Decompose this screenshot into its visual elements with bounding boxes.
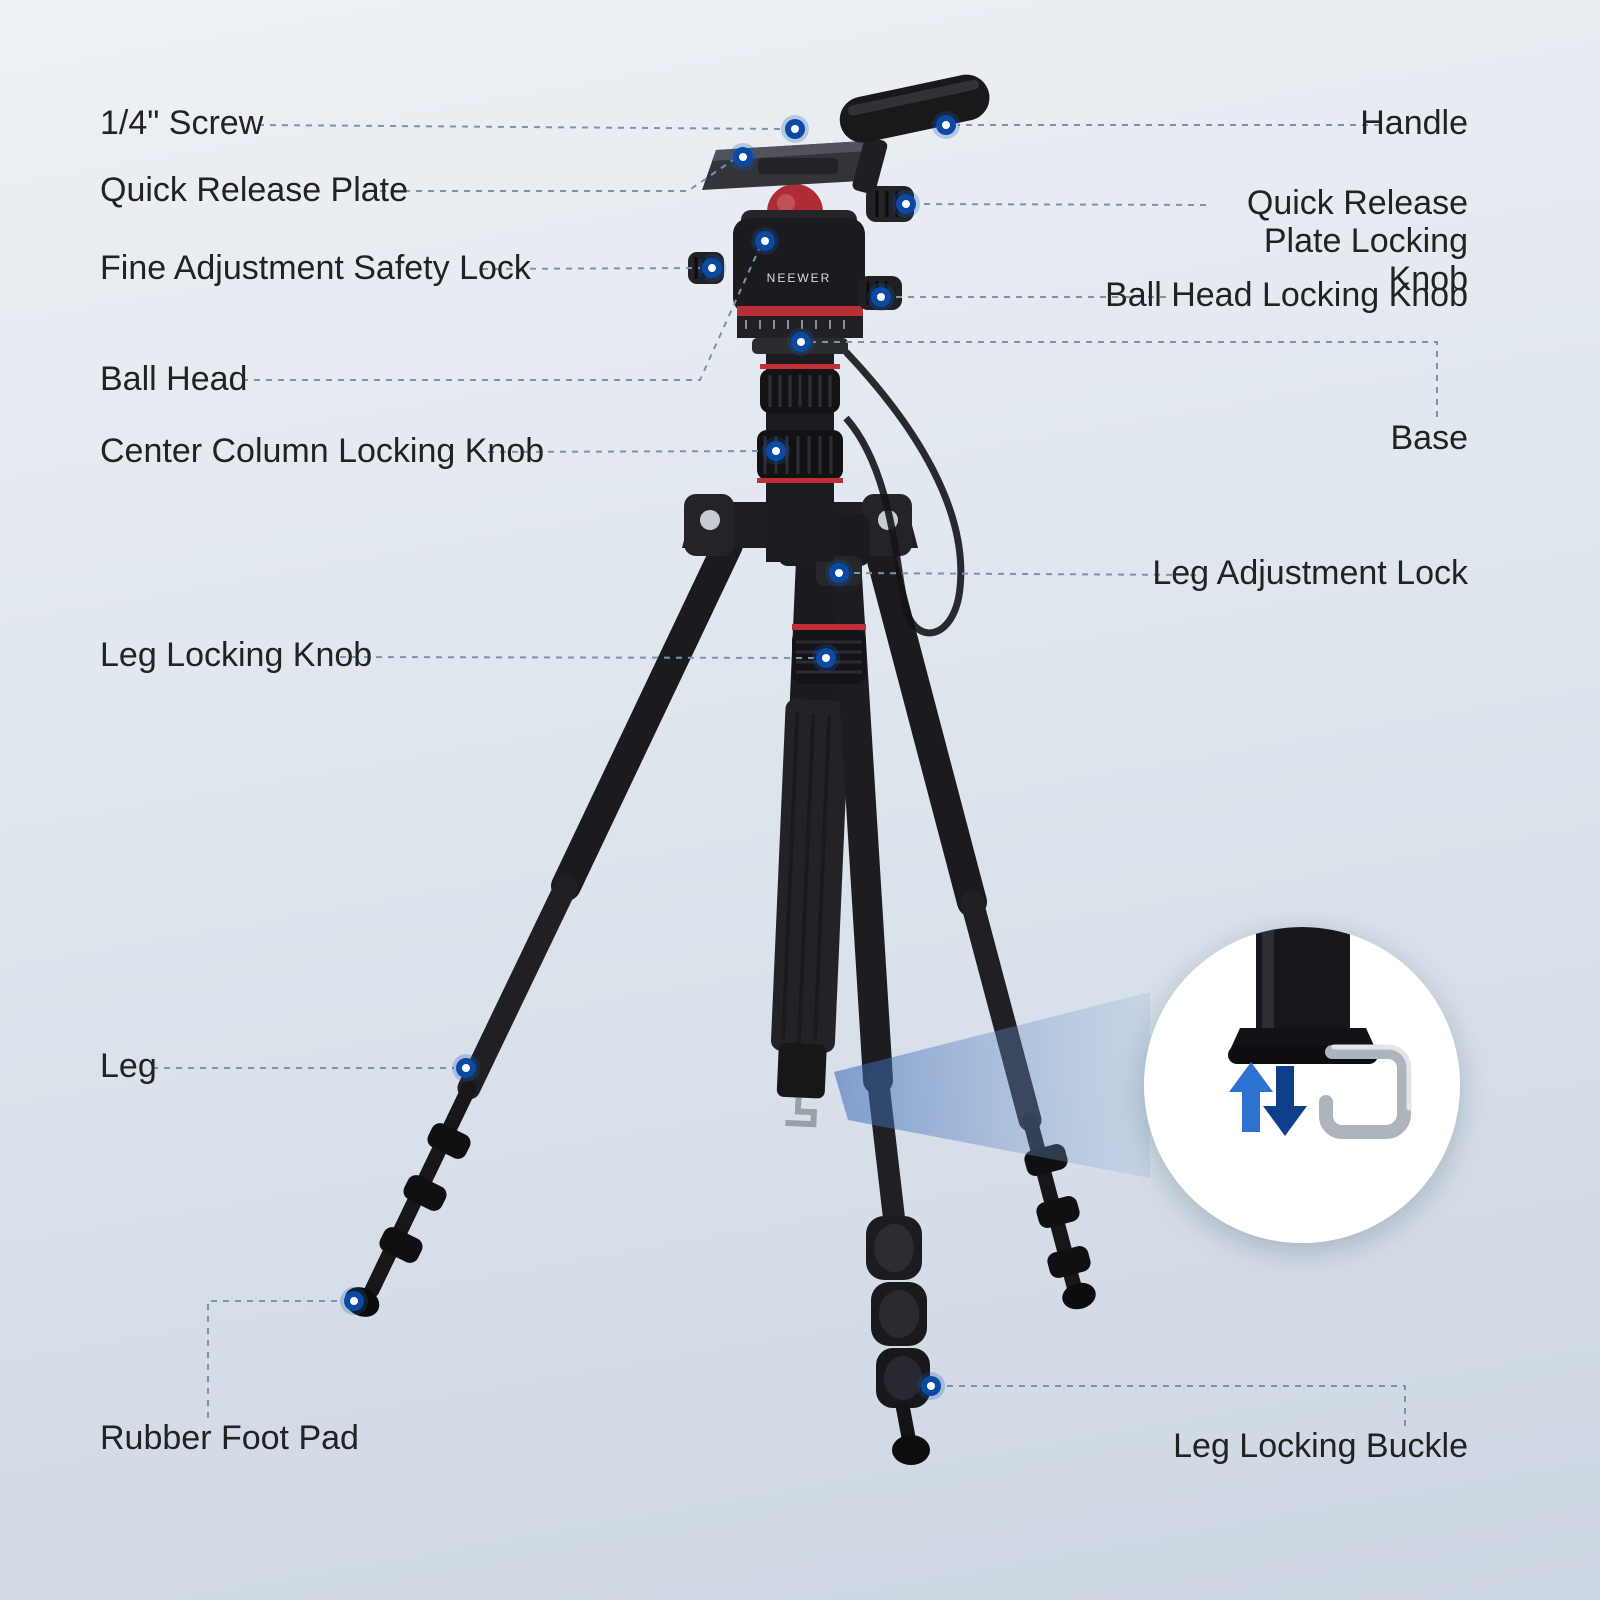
label-leg-locking-buckle: Leg Locking Buckle: [1173, 1427, 1468, 1465]
label-qr-plate-locking-knob: Quick Release Plate Locking Knob: [1246, 184, 1468, 299]
anchor-dot-ball-head-locking-knob: [867, 283, 895, 311]
leader-lines: [152, 124, 1438, 1426]
label-center-column-locking-knob: Center Column Locking Knob: [100, 432, 545, 470]
arrow-up-icon: [1229, 1062, 1273, 1132]
label-leg-adjustment-lock: Leg Adjustment Lock: [1152, 554, 1468, 592]
rubber-foot-right: [1062, 1282, 1096, 1310]
brand-text: NEEWER: [767, 271, 832, 285]
arrow-down-icon: [1263, 1066, 1307, 1136]
anchor-dot-qr-plate-locking-knob: [892, 190, 920, 218]
label-fine-adjustment-safety-lock: Fine Adjustment Safety Lock: [100, 249, 531, 287]
inset-beam: [834, 992, 1150, 1178]
leader-qr-plate-locking-knob: [917, 203, 1207, 206]
leader-fine-adjustment-safety-lock: [481, 267, 701, 270]
anchor-dots: [340, 111, 960, 1400]
rubber-foot-front: [892, 1435, 930, 1465]
label-rubber-foot-pad: Rubber Foot Pad: [100, 1419, 359, 1457]
anchor-dot-leg-locking-knob: [812, 644, 840, 672]
label-leg: Leg: [100, 1047, 157, 1085]
anchor-dot-ball-head: [751, 227, 779, 255]
anchor-dot-handle: [932, 111, 960, 139]
label-handle: Handle: [1360, 104, 1468, 142]
right-leg: [863, 530, 1096, 1310]
hook-icon: [1319, 1045, 1411, 1139]
anchor-dot-quick-release-plate: [729, 143, 757, 171]
leader-leg-locking-knob: [339, 656, 815, 659]
label-quarter-inch-screw: 1/4" Screw: [100, 104, 264, 142]
left-leg: [344, 530, 743, 1317]
leader-quick-release-plate: [368, 159, 734, 192]
tripod-illustration: NEEWER: [344, 74, 1096, 1465]
label-base: Base: [1390, 419, 1469, 457]
leader-leg-locking-buckle: [943, 1385, 1406, 1426]
leader-rubber-foot-pad: [207, 1300, 342, 1418]
anchor-dot-base: [787, 328, 815, 356]
center-column-hook: [785, 1097, 818, 1128]
anchor-dot-center-column-locking-knob: [762, 437, 790, 465]
inset-hook-detail: [1144, 927, 1460, 1243]
anchor-dot-quarter-inch-screw: [781, 115, 809, 143]
center-column-upper: [757, 352, 843, 562]
label-ball-head-locking-knob: Ball Head Locking Knob: [1105, 276, 1468, 314]
quick-release-plate-part: [702, 121, 878, 190]
leader-center-column-locking-knob: [487, 450, 765, 453]
leg-locking-buckle-stack: [866, 1216, 930, 1408]
leader-quarter-inch-screw: [257, 124, 784, 130]
handle-part: [839, 74, 990, 194]
wrist-strap: [843, 349, 965, 637]
anchor-dot-leg-adjustment-lock: [825, 559, 853, 587]
label-leg-locking-knob: Leg Locking Knob: [100, 636, 373, 674]
leader-leg-adjustment-lock: [850, 572, 1197, 576]
label-ball-head: Ball Head: [100, 360, 248, 398]
anchor-dot-leg: [452, 1054, 480, 1082]
anchor-dot-fine-adjustment-safety-lock: [698, 254, 726, 282]
label-quick-release-plate: Quick Release Plate: [100, 171, 409, 209]
leader-ball-head: [242, 248, 760, 381]
anchor-dot-rubber-foot-pad: [340, 1287, 368, 1315]
leader-base: [813, 341, 1438, 417]
anchor-dot-leg-locking-buckle: [917, 1372, 945, 1400]
